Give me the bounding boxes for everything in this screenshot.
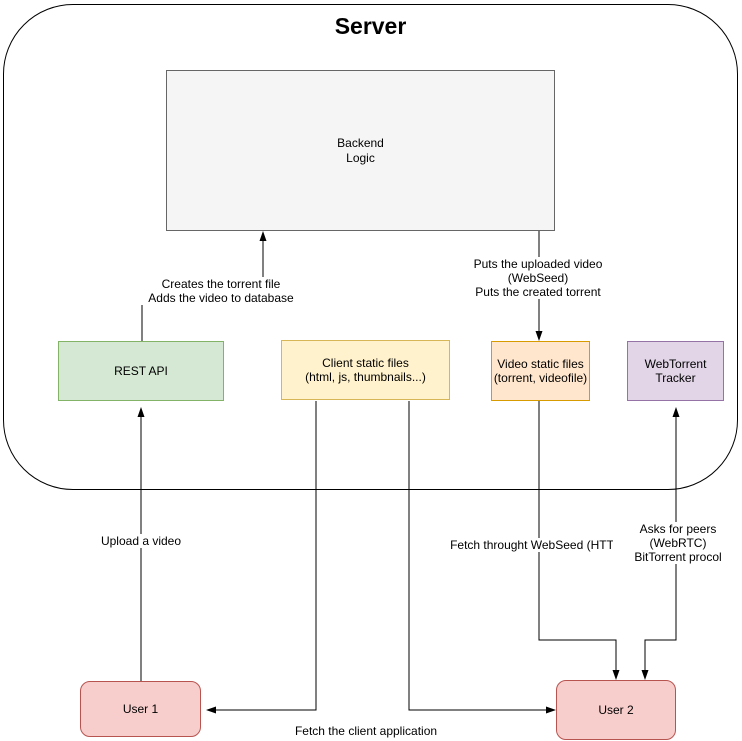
edge-label-asks-for-peers: Asks for peers (WebRTC) BitTorrent proco… <box>613 522 742 565</box>
node-label: Client static files <box>322 355 409 370</box>
node-label: User 1 <box>122 701 159 716</box>
node-client-static-files: Client static files (html, js, thumbnail… <box>281 340 450 400</box>
connector-client-static-to-user2 <box>408 401 556 714</box>
node-label: Tracker <box>655 371 696 385</box>
node-label: Video static files <box>497 356 584 371</box>
arrowhead-up-icon <box>137 407 145 417</box>
arrowhead-down-icon <box>535 331 543 341</box>
connector-user1-to-rest-api <box>137 407 145 681</box>
server-title: Server <box>334 13 407 39</box>
server-boundary <box>3 4 738 490</box>
edge-label-puts-uploaded-video: Puts the uploaded video (WebSeed) Puts t… <box>446 257 630 300</box>
node-rest-api: REST API <box>58 341 224 401</box>
arrowhead-right-icon <box>546 706 556 714</box>
arrowhead-up-icon <box>672 407 680 417</box>
arrowhead-left-icon <box>206 706 216 714</box>
node-webtorrent-tracker: WebTorrent Tracker <box>627 341 724 401</box>
arrowhead-down-icon <box>641 670 649 680</box>
edge-label-creates-torrent: Creates the torrent file Adds the video … <box>140 277 302 306</box>
node-label: WebTorrent <box>644 356 707 371</box>
edge-label-fetch-webseed: Fetch throught WebSeed (HTTP) <box>448 538 628 553</box>
node-user2: User 2 <box>556 680 676 740</box>
node-user1: User 1 <box>80 681 201 737</box>
node-label: (torrent, videofile) <box>493 371 588 385</box>
connector-client-static-to-user1 <box>206 401 317 714</box>
node-label: Backend <box>337 136 384 151</box>
node-label: REST API <box>114 363 168 378</box>
arrowhead-down-icon <box>612 670 620 680</box>
connector-video-static-to-user2 <box>538 401 620 680</box>
edge-label-fetch-client-application: Fetch the client application <box>291 724 441 739</box>
node-video-static-files: Video static files (torrent, videofile) <box>491 341 590 401</box>
node-label: User 2 <box>598 702 634 717</box>
node-label: Logic <box>346 150 375 165</box>
node-backend-logic: Backend Logic <box>166 70 555 231</box>
node-label: (html, js, thumbnails...) <box>305 370 426 384</box>
edge-label-upload-a-video: Upload a video <box>96 534 186 549</box>
arrowhead-up-icon <box>259 231 267 241</box>
